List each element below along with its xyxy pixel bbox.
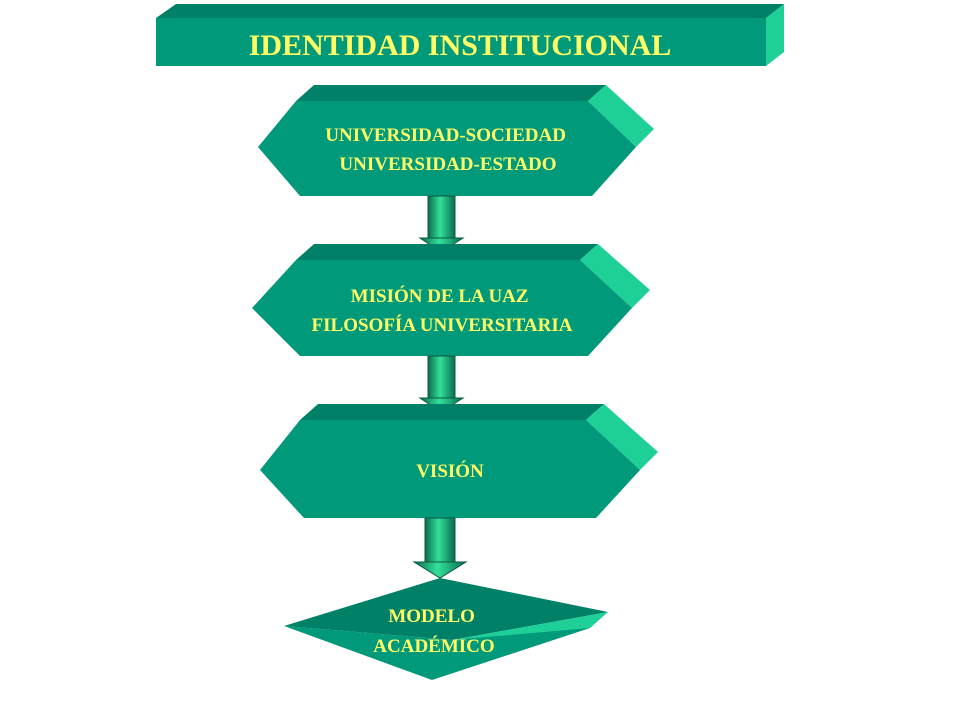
node-mision-text: MISIÓN DE LA UAZ FILOSOFÍA UNIVERSITARIA bbox=[312, 285, 573, 336]
node-modelo-line-2: ACADÉMICO bbox=[373, 635, 494, 657]
node-universidad: UNIVERSIDAD-SOCIEDAD UNIVERSIDAD-ESTADO bbox=[258, 85, 654, 196]
node-vision-text: VISIÓN bbox=[416, 460, 484, 482]
node-modelo: MODELO ACADÉMICO bbox=[284, 578, 608, 680]
node-universidad-line-2: UNIVERSIDAD-ESTADO bbox=[339, 154, 556, 175]
node-vision-line-1: VISIÓN bbox=[416, 460, 484, 482]
node-mision-line-2: FILOSOFÍA UNIVERSITARIA bbox=[312, 314, 573, 336]
node-modelo-line-1: MODELO bbox=[388, 606, 475, 627]
arrow-1 bbox=[418, 195, 465, 253]
node-universidad-line-1: UNIVERSIDAD-SOCIEDAD bbox=[325, 125, 566, 146]
node-mision: MISIÓN DE LA UAZ FILOSOFÍA UNIVERSITARIA bbox=[252, 244, 650, 356]
arrow-3 bbox=[412, 517, 468, 579]
node-mision-line-1: MISIÓN DE LA UAZ bbox=[351, 285, 529, 307]
node-modelo-text: MODELO ACADÉMICO bbox=[373, 606, 494, 657]
title-banner: IDENTIDAD INSTITUCIONAL bbox=[156, 4, 784, 66]
title-text: IDENTIDAD INSTITUCIONAL bbox=[249, 29, 672, 62]
node-vision: VISIÓN bbox=[260, 404, 658, 518]
arrow-2 bbox=[418, 355, 465, 413]
node-universidad-text: UNIVERSIDAD-SOCIEDAD UNIVERSIDAD-ESTADO bbox=[325, 125, 570, 175]
